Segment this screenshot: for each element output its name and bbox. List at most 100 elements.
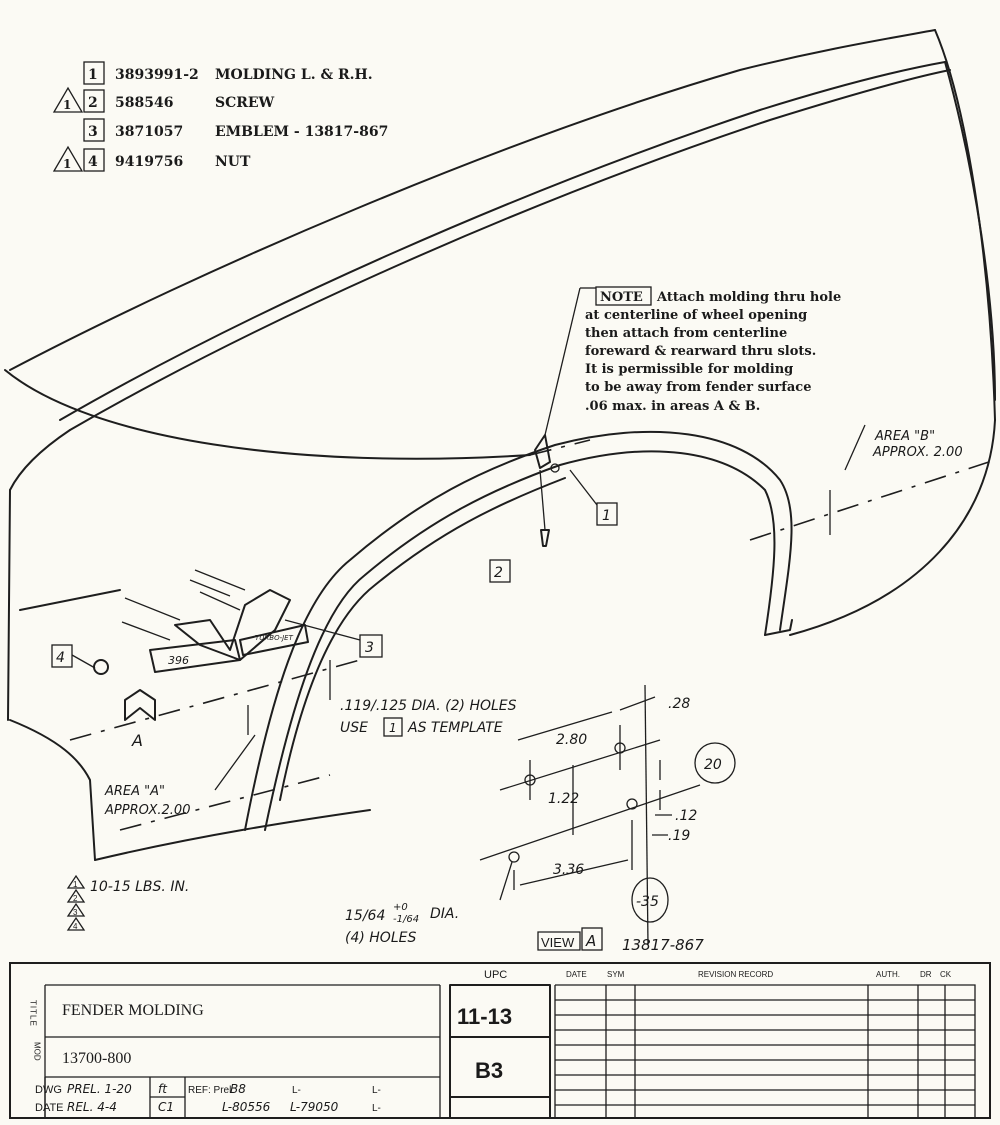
view-a-arrow-icon [124, 689, 156, 721]
circle-20: 20 [704, 757, 722, 773]
revision-flag-icon [52, 145, 84, 172]
callout-3: 3 [365, 640, 374, 656]
fender-outline [4, 29, 996, 861]
dim-0-12: .12 [675, 808, 697, 824]
hole-tol-plus: +0 [393, 902, 408, 913]
callout-2: 2 [494, 565, 503, 581]
note-lines-5-text: to be away from fender surface [585, 380, 811, 395]
dim-0-19: .19 [668, 828, 690, 844]
parts_list-2-part_no-text: 3871057 [115, 124, 183, 140]
hole-count: (4) HOLES [345, 930, 416, 946]
title_block-ref_l4-text: L-79050 [290, 1100, 339, 1114]
title_block-revision_headers-auth-text: AUTH. [876, 970, 900, 979]
parts_list-2-item-text: 3 [88, 124, 98, 140]
title_block-ref_l1-text: L- [292, 1085, 301, 1096]
view-a-detail: 2.80 .28 1.22 3.36 .12 .19 20 -35 15/64 … [345, 684, 736, 954]
wheel-opening-molding [214, 287, 866, 831]
torque-note: 1 2 3 4 10-15 LBS. IN. [66, 874, 189, 931]
circle-minus-35: -35 [636, 894, 659, 910]
parts-list: 1 3893991-2 MOLDING L. & R.H. 1 2 588546… [52, 61, 388, 172]
parts_list-3-item-text: 4 [88, 154, 98, 170]
upc-value: 11-13 [457, 1004, 512, 1029]
item-callouts: 1 2 3 4 A [51, 502, 618, 750]
area-b-label: AREA "B" [874, 429, 935, 444]
dim-0-28: .28 [668, 696, 690, 712]
dim-1-22: 1.22 [548, 791, 579, 807]
note-lines-0-text: Attach molding thru hole [656, 290, 841, 305]
title_block-date_label-text: DATE [35, 1102, 64, 1114]
parts-row-4: 1 4 9419756 NUT [52, 145, 251, 172]
title_block-ref_label-text: REF: Prel. [188, 1085, 234, 1096]
holes-note-template: AS TEMPLATE [407, 720, 503, 736]
parts_list-1-item-text: 2 [88, 95, 98, 111]
view-label-box: A [585, 932, 596, 950]
note-lines-6-text: .06 max. in areas A & B. [585, 399, 760, 414]
area-a-approx: APPROX.2.00 [104, 803, 190, 818]
title_block-ref_l5-text: L- [372, 1103, 381, 1114]
revision-flag-icon [52, 86, 84, 113]
hole-size: 15/64 [345, 908, 385, 924]
title_block-revision_headers-sym-text: SYM [607, 970, 625, 979]
emblem-assembly: 396 TURBO-JET [71, 569, 361, 721]
title_block-dwg_init-text: ft [158, 1082, 168, 1096]
area-a-label: AREA "A" [104, 784, 165, 799]
torque_note-flags-0-text: 1 [73, 880, 78, 889]
title_block-ref_l2-text: L- [372, 1085, 381, 1096]
parts-row-1: 1 3893991-2 MOLDING L. & R.H. [83, 61, 373, 85]
group-value: B3 [475, 1058, 503, 1083]
installation-note: NOTE Attach molding thru hole at centerl… [585, 286, 841, 414]
note-lines-4-text: It is permissible for molding [585, 362, 793, 377]
dim-2-80: 2.80 [556, 732, 587, 748]
torque_note-flags-2-text: 3 [73, 908, 78, 917]
parts-row-2: 1 2 588546 SCREW [52, 86, 275, 113]
title-label: TITLE [29, 1000, 38, 1027]
view-letter: A [131, 731, 143, 750]
torque_note-flags-1-text: 2 [73, 894, 78, 903]
drawing-title: FENDER MOLDING [62, 1002, 204, 1019]
title_block-date_value-text: REL. 4-4 [67, 1100, 117, 1114]
parts_list-1-description-text: SCREW [215, 95, 275, 111]
parts_list-3-description-text: NUT [215, 154, 251, 170]
area-b-approx: APPROX. 2.00 [872, 445, 963, 460]
title-block: TITLE FENDER MOLDING MOD 13700-800 UPC 1… [9, 962, 991, 1119]
parts-row-3: 3 3871057 EMBLEM - 13817-867 [83, 118, 388, 142]
parts_list-0-item-text: 1 [88, 67, 98, 83]
title_block-ref_value-text: B8 [230, 1082, 246, 1096]
parts_list-2-description-text: EMBLEM - 13817-867 [215, 124, 388, 140]
title_block-revision_headers-dr-text: DR [920, 970, 932, 979]
parts_list-1-part_no-text: 588546 [115, 95, 173, 111]
title_block-revision_headers-ck-text: CK [940, 970, 952, 979]
parts_list-0-description-text: MOLDING L. & R.H. [215, 67, 373, 83]
nut-icon [93, 659, 109, 675]
title_block-ref_l3-text: L-80556 [222, 1100, 271, 1114]
holes-note-box: 1 [389, 721, 397, 735]
parts_list-0-part_no-text: 3893991-2 [115, 67, 199, 83]
holes-note-use: USE [340, 720, 368, 736]
emblem-396-text: 396 [168, 654, 189, 667]
parts_list-1-flag-text: 1 [63, 98, 71, 112]
note-lines-3-text: foreward & rearward thru slots. [585, 344, 816, 359]
model-number: 13700-800 [62, 1050, 131, 1067]
torque-value: 10-15 LBS. IN. [90, 879, 189, 895]
note-lines-1-text: at centerline of wheel opening [585, 308, 807, 323]
upc-label: UPC [484, 969, 507, 981]
hole-tol-minus: -1/64 [393, 914, 419, 925]
view-emblem-no: 13817-867 [622, 936, 704, 954]
title_block-revision_headers-record-text: REVISION RECORD [698, 970, 773, 979]
title_block-dwg_label-text: DWG [35, 1084, 62, 1096]
dim-3-36: 3.36 [553, 862, 584, 878]
view-label: VIEW [541, 935, 575, 950]
parts_list-3-part_no-text: 9419756 [115, 154, 183, 170]
note-label-text: NOTE [600, 290, 643, 305]
title_block-date_init-text: C1 [158, 1100, 174, 1114]
callout-1: 1 [602, 508, 611, 524]
title_block-revision_headers-date-text: DATE [566, 970, 587, 979]
holes-note-line1: .119/.125 DIA. (2) HOLES [340, 698, 517, 714]
parts_list-3-flag-text: 1 [63, 157, 71, 171]
model-label: MOD [33, 1042, 42, 1061]
hole-dia: DIA. [430, 906, 459, 922]
title_block-dwg_value-text: PREL. 1-20 [67, 1082, 132, 1096]
note-lines-2-text: then attach from centerline [585, 326, 787, 341]
